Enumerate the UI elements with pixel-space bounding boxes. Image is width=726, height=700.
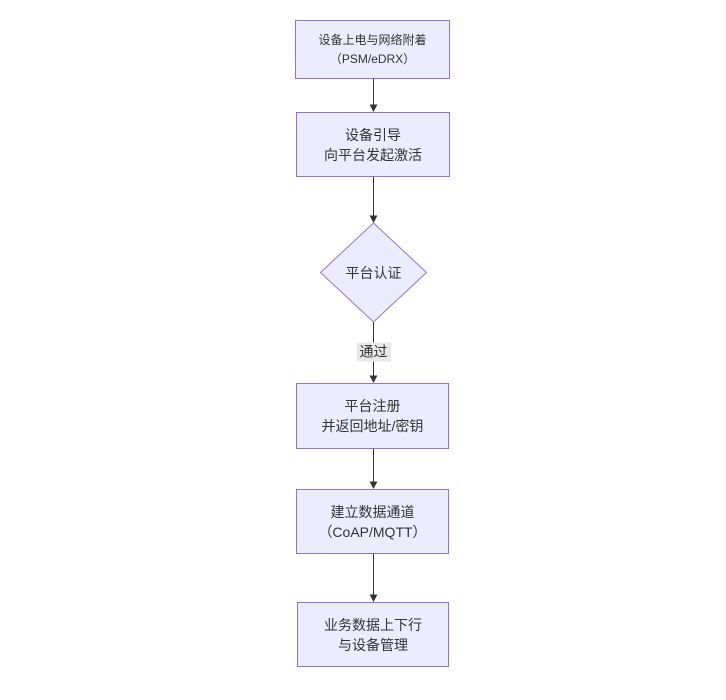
arrowhead-icon [369,104,378,112]
node-text-line: 设备引导 [345,126,401,143]
arrowhead-icon [369,215,378,223]
node-business-data: 业务数据上下行 与设备管理 [297,602,449,667]
edge-label-pass: 通过 [356,342,391,362]
node-platform-auth-diamond [319,222,428,323]
node-bootstrap: 设备引导 向平台发起激活 [296,112,450,177]
arrowhead-icon [369,375,378,383]
node-text-line: 并返回地址/密钥 [321,418,424,434]
arrowhead-icon [369,481,378,489]
node-data-channel: 建立数据通道 （CoAP/MQTT） [296,489,449,554]
node-text-line: 平台注册 [344,398,401,414]
node-text-line: 业务数据上下行 [324,616,422,633]
node-text-line: 向平台发起激活 [324,146,422,163]
node-text-line: 建立数据通道 [330,503,415,520]
node-text-line: 设备上电与网络附着 [318,32,427,47]
arrowhead-icon [369,594,378,602]
node-text-line: 与设备管理 [338,636,408,653]
node-platform-register: 平台注册 并返回地址/密钥 [296,383,449,449]
node-text-line: （CoAP/MQTT） [318,523,427,540]
node-text-line: （PSM/eDRX） [329,51,416,66]
node-power-attach: 设备上电与网络附着 （PSM/eDRX） [295,20,450,79]
node-platform-auth-label: 平台认证 [345,264,402,281]
